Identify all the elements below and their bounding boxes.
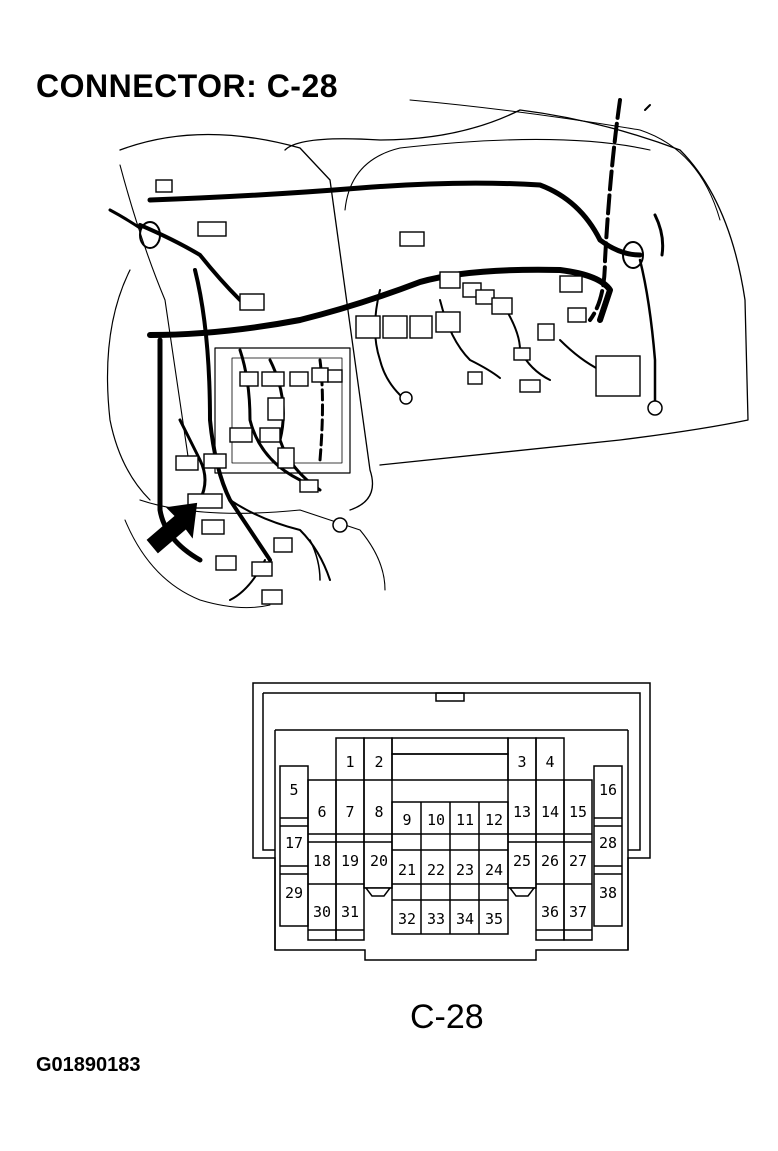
pin-27: 27 [569,852,587,870]
pin-28: 28 [599,834,617,852]
pin-18: 18 [313,852,331,870]
pin-5: 5 [289,781,298,799]
pin-8: 8 [374,803,383,821]
pin-33: 33 [427,910,445,928]
pin-16: 16 [599,781,617,799]
pin-35: 35 [485,910,503,928]
pin-7: 7 [345,803,354,821]
pin-22: 22 [427,861,445,879]
pin-20: 20 [370,852,388,870]
figure-code: G01890183 [36,1054,141,1076]
pin-19: 19 [341,852,359,870]
pin-29: 29 [285,884,303,902]
pin-14: 14 [541,803,559,821]
pin-21: 21 [398,861,416,879]
pin-2: 2 [374,753,383,771]
pin-30: 30 [313,903,331,921]
pin-23: 23 [456,861,474,879]
pin-3: 3 [517,753,526,771]
pin-38: 38 [599,884,617,902]
pin-15: 15 [569,803,587,821]
connector-caption: C-28 [410,998,484,1036]
pin-6: 6 [317,803,326,821]
pin-25: 25 [513,852,531,870]
pin-36: 36 [541,903,559,921]
pin-4: 4 [545,753,554,771]
pin-10: 10 [427,811,445,829]
page-title: CONNECTOR: C-28 [36,68,339,104]
pin-26: 26 [541,852,559,870]
pin-24: 24 [485,861,503,879]
pin-1: 1 [345,753,354,771]
pin-32: 32 [398,910,416,928]
pin-13: 13 [513,803,531,821]
pin-37: 37 [569,903,587,921]
harness-illustration [106,98,749,609]
pin-31: 31 [341,903,359,921]
pin-34: 34 [456,910,474,928]
location-arrow [146,502,198,554]
pin-12: 12 [485,811,503,829]
pin-17: 17 [285,834,303,852]
pin-9: 9 [402,811,411,829]
pin-11: 11 [456,811,474,829]
